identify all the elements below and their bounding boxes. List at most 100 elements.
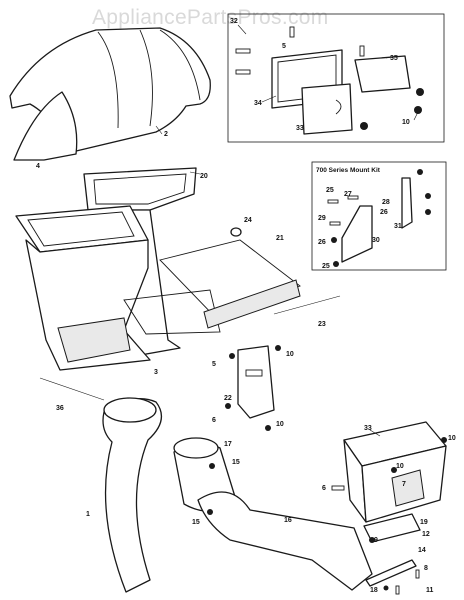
callout-2: 2 (164, 131, 168, 138)
callout-17: 17 (224, 441, 232, 448)
nut-icon (391, 467, 397, 473)
nut-icon (416, 88, 424, 96)
callout-31: 31 (394, 223, 402, 230)
plate-12 (363, 513, 421, 543)
callout-25: 25 (326, 187, 334, 194)
watermark-text: AppliancePartsPros.com (92, 6, 329, 29)
cover-ridge (159, 29, 201, 101)
bolt-icon (235, 48, 251, 54)
nut-icon (333, 261, 339, 267)
bolt-group-inset (235, 26, 424, 130)
callout-3: 3 (154, 369, 158, 376)
plate-7 (391, 469, 425, 507)
callout-34: 34 (254, 100, 262, 107)
bag-assembly: 20 3 (15, 167, 208, 376)
bolt-icon (331, 485, 345, 491)
nut-icon (417, 169, 423, 175)
mount-kit-inset: 700 Series Mount Kit 25 27 26 28 29 26 3… (311, 161, 447, 271)
callout-26: 26 (380, 209, 388, 216)
elbow-16 (197, 491, 373, 591)
callout-15: 15 (232, 459, 240, 466)
bagger-cover-assembly: 2 4 (9, 27, 211, 170)
bag-opening-right (93, 173, 187, 205)
nut-icon (229, 353, 235, 359)
nut-icon (360, 122, 368, 130)
callout-35: 35 (390, 55, 398, 62)
nut-icon (369, 537, 375, 543)
callout-10b: 10 (286, 351, 294, 358)
callout-8: 8 (424, 565, 428, 572)
callout-6b: 6 (322, 485, 326, 492)
adapter-opening (173, 437, 219, 459)
callout-16: 16 (284, 517, 292, 524)
rod-36 (39, 377, 105, 401)
bolt-icon (329, 221, 341, 226)
callout-11: 11 (426, 587, 434, 594)
callout-18: 18 (370, 587, 378, 594)
bag-handle (57, 317, 131, 363)
callout-21: 21 (276, 235, 284, 242)
kit-title: 700 Series Mount Kit (316, 167, 381, 174)
callout-28: 28 (382, 199, 390, 206)
nut-icon (441, 437, 447, 443)
bolt-icon (359, 45, 365, 57)
bracket-35 (354, 55, 411, 93)
callout-5: 5 (282, 43, 286, 50)
callout-7: 7 (402, 481, 406, 488)
callout-1: 1 (86, 511, 90, 518)
bag-opening-left (27, 211, 135, 247)
chute-tube-assembly: 1 (86, 397, 163, 593)
leader-line (369, 429, 381, 437)
callout-20: 20 (200, 173, 208, 180)
knob-24 (230, 227, 242, 237)
nut-icon (275, 345, 281, 351)
callout-25b: 25 (322, 263, 330, 270)
callout-12: 12 (422, 531, 430, 538)
callout-29: 29 (318, 215, 326, 222)
callout-24: 24 (244, 217, 252, 224)
bolt-icon (415, 569, 420, 579)
bar-23 (273, 295, 341, 315)
nut-icon (331, 237, 337, 243)
nut-icon (425, 209, 431, 215)
callout-22: 22 (224, 395, 232, 402)
callout-6: 6 (212, 417, 216, 424)
lower-bracket-assembly: 33 10 10 6 7 19 12 9 (322, 421, 456, 544)
bracket-22 (237, 345, 275, 419)
callout-9: 9 (374, 537, 378, 544)
callout-33b: 33 (364, 425, 372, 432)
chute-tube-opening (103, 397, 157, 423)
nut-icon (383, 585, 389, 591)
frame-21-lower (123, 289, 221, 335)
callout-10d: 10 (448, 435, 456, 442)
callout-10e: 10 (396, 463, 404, 470)
callout-26b: 26 (318, 239, 326, 246)
strap-14 (365, 559, 417, 587)
nut-icon (207, 509, 213, 515)
leader-line (237, 24, 247, 35)
bolt-icon (289, 26, 295, 38)
callout-10c: 10 (276, 421, 284, 428)
bolt-icon (327, 199, 339, 204)
inset-border (227, 13, 445, 143)
callout-14: 14 (418, 547, 426, 554)
leader-line (261, 95, 277, 103)
bracket-33-slot (335, 99, 342, 115)
bracket-30 (341, 205, 373, 263)
callout-23: 23 (318, 321, 326, 328)
bolt-icon (235, 69, 251, 75)
bracket-31 (401, 177, 413, 229)
callout-15b: 15 (192, 519, 200, 526)
cover-ridge (139, 29, 153, 127)
nut-icon (425, 193, 431, 199)
shield-4 (13, 91, 78, 161)
kit-border (311, 161, 447, 271)
callout-33: 33 (296, 125, 304, 132)
callout-4: 4 (36, 163, 40, 170)
chute-tube-1 (102, 398, 163, 593)
leader-line (413, 111, 419, 121)
callout-5b: 5 (212, 361, 216, 368)
strap-assembly: 14 18 8 11 (365, 547, 434, 595)
cover-ridge (97, 31, 119, 129)
callout-19: 19 (420, 519, 428, 526)
